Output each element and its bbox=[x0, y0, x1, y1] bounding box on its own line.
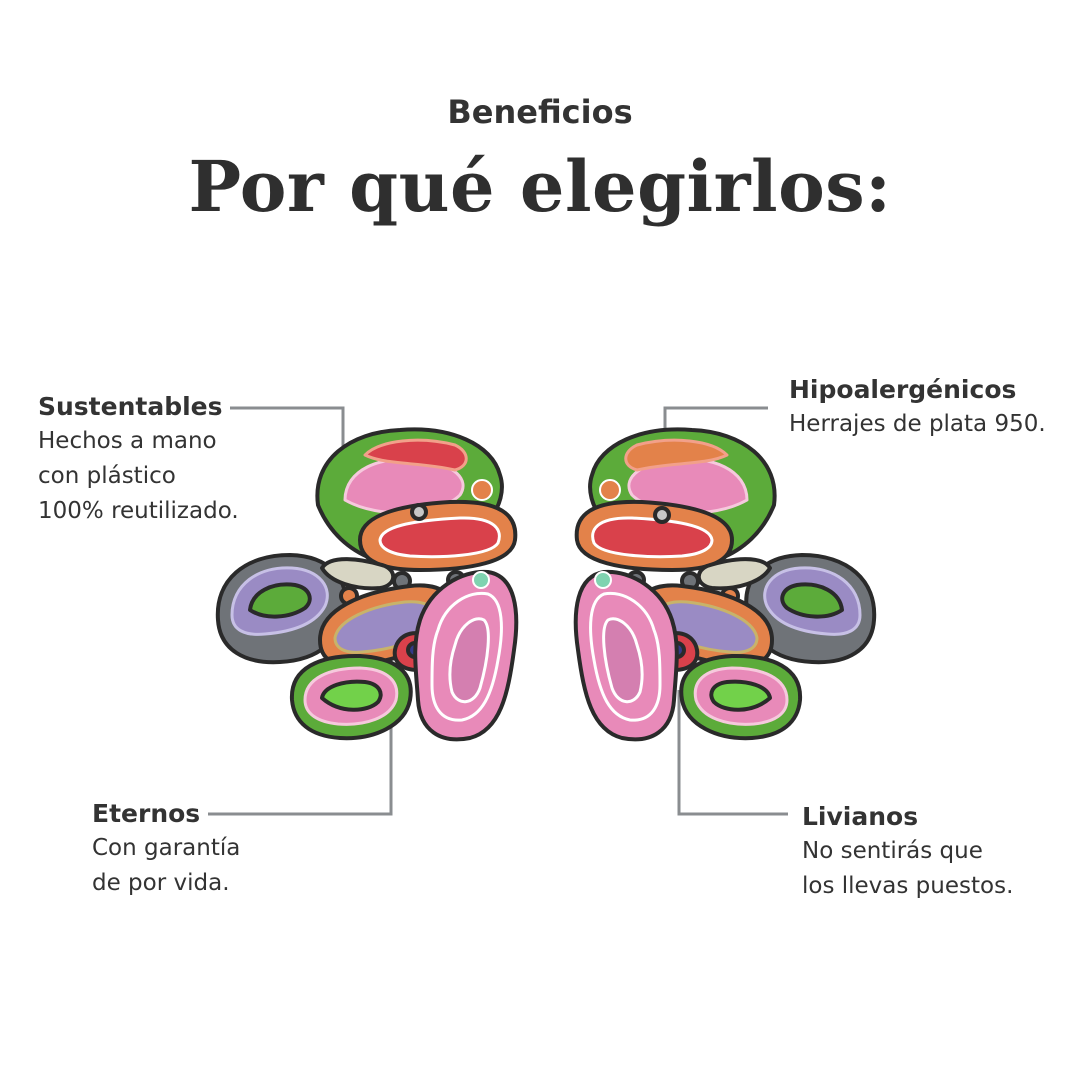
benefit-sustentables: Sustentables Hechos a mano con plástico … bbox=[38, 390, 239, 529]
page-title: Por qué elegirlos: bbox=[188, 145, 892, 228]
benefit-title: Hipoalergénicos bbox=[789, 375, 1017, 404]
benefit-title: Sustentables bbox=[38, 392, 223, 421]
benefit-description: Herrajes de plata 950. bbox=[789, 411, 1046, 437]
benefit-description: No sentirás que los llevas puestos. bbox=[802, 838, 1014, 899]
connector-eternos bbox=[208, 715, 393, 816]
connector-sustentables bbox=[230, 406, 345, 470]
left-earring bbox=[215, 427, 519, 742]
benefit-description: Con garantía de por vida. bbox=[92, 835, 241, 896]
benefit-livianos: Livianos No sentirás que los llevas pues… bbox=[802, 800, 1013, 904]
benefit-description: Hechos a mano con plástico 100% reutiliz… bbox=[38, 428, 239, 524]
benefit-hipoalergenicos: Hipoalergénicos Herrajes de plata 950. bbox=[789, 373, 1046, 442]
section-eyebrow: Beneficios bbox=[447, 93, 633, 131]
connector-livianos bbox=[677, 690, 788, 816]
benefit-title: Eternos bbox=[92, 799, 201, 828]
benefit-eternos: Eternos Con garantía de por vida. bbox=[92, 797, 240, 901]
right-earring bbox=[573, 427, 877, 742]
benefit-title: Livianos bbox=[802, 802, 919, 831]
